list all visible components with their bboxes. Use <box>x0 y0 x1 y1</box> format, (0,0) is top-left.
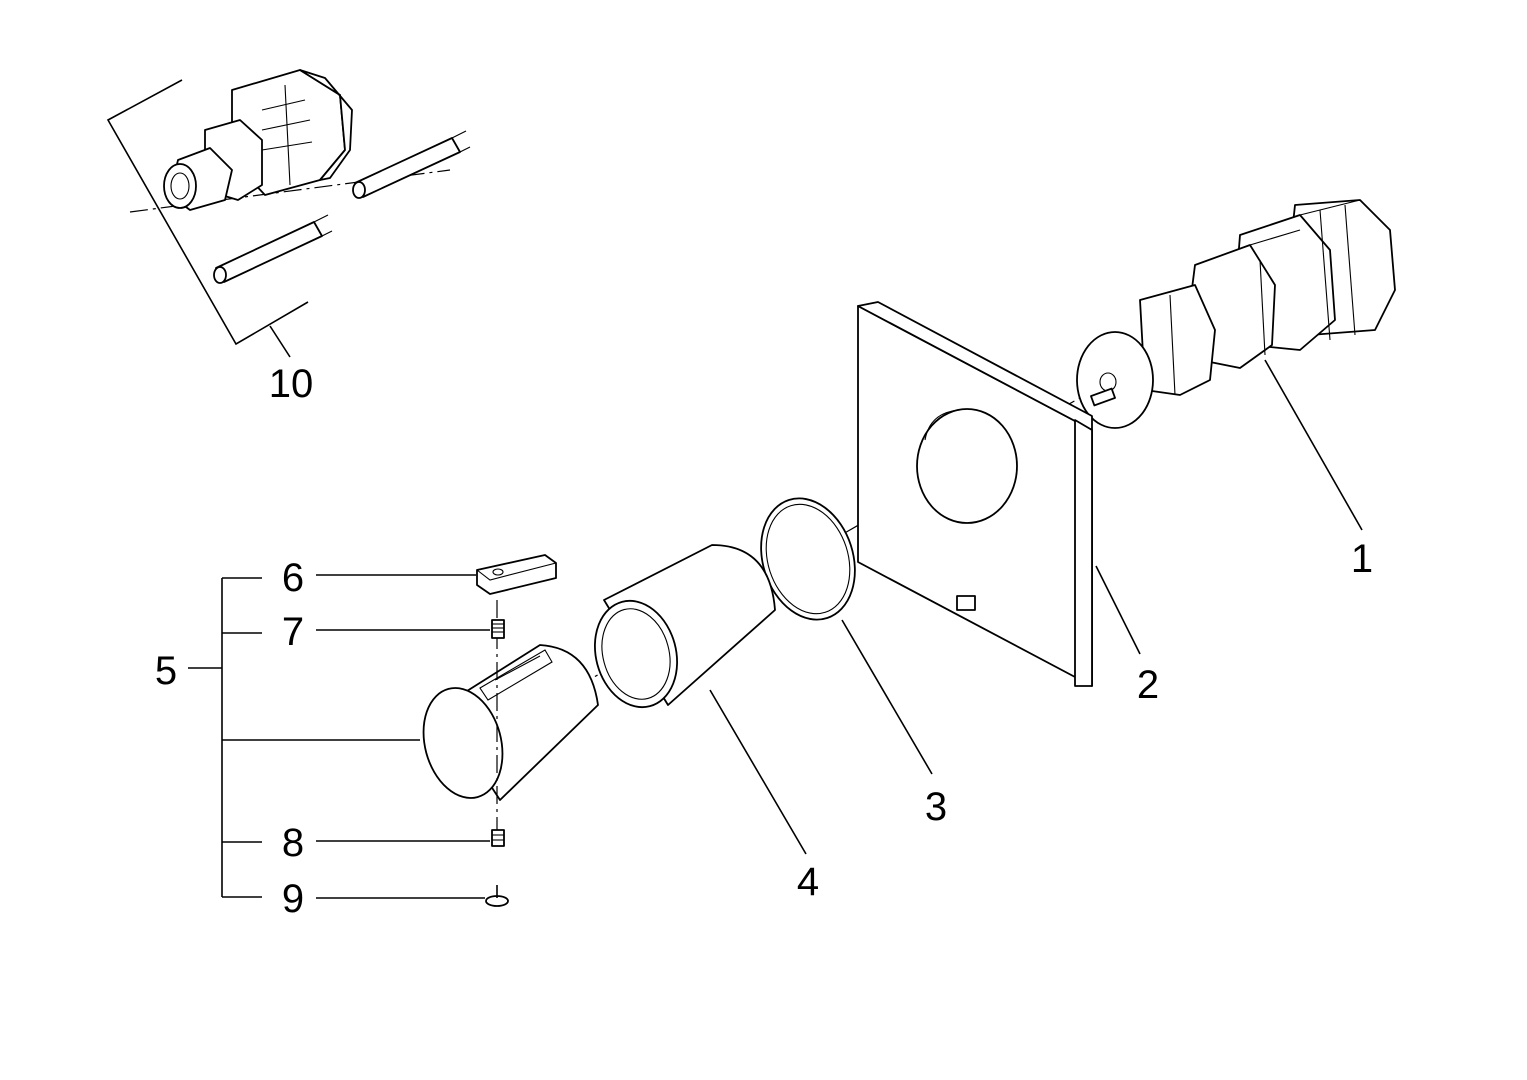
callout-10: 10 <box>269 362 314 406</box>
part-5-handle <box>422 600 599 840</box>
inset-axis <box>129 169 451 213</box>
group-5-bracket <box>188 574 490 899</box>
callout-6: 6 <box>282 556 304 600</box>
part-3-seal-ring <box>760 497 933 775</box>
leader-1 <box>1264 359 1363 531</box>
leader-10 <box>269 325 291 358</box>
inset-bracket <box>106 79 309 346</box>
inset-spindle-lower <box>213 214 333 284</box>
leader-4 <box>709 689 807 855</box>
inset-cartridge <box>163 69 353 211</box>
callout-8: 8 <box>282 821 304 865</box>
part-4-sleeve <box>594 544 807 855</box>
callout-4: 4 <box>797 860 819 904</box>
part-1-cartridge <box>1076 199 1396 531</box>
part-9-screw <box>485 885 509 907</box>
callout-3: 3 <box>925 785 947 829</box>
part-8-grub-screw <box>491 829 505 847</box>
callout-9: 9 <box>282 877 304 921</box>
callout-1: 1 <box>1351 537 1373 581</box>
callout-7: 7 <box>282 610 304 654</box>
callout-5: 5 <box>155 649 177 693</box>
callout-2: 2 <box>1137 663 1159 707</box>
leader-2 <box>1095 565 1141 655</box>
part-10-inset <box>106 69 471 358</box>
part-7-spring <box>491 619 505 639</box>
inset-spindle-upper <box>352 130 471 199</box>
part-6-insert <box>476 554 557 595</box>
leader-3 <box>841 619 933 775</box>
part-2-wall-plate <box>857 301 1141 687</box>
